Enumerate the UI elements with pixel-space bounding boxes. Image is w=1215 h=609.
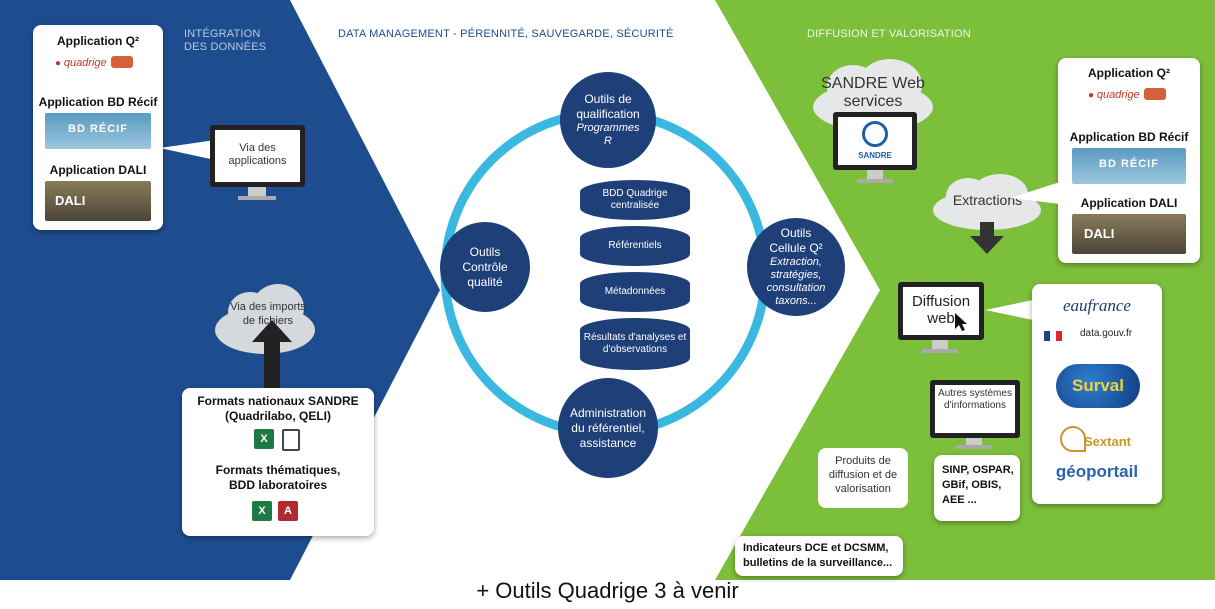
produits-label: Produits de diffusion et de valorisation: [828, 455, 898, 495]
autres-systemes-monitor: Autres systèmes d'informations: [930, 380, 1020, 458]
db-segment-referentiels: Référentiels: [580, 226, 690, 266]
right-bubble-pointer: [1010, 182, 1060, 204]
indicateurs-label: Indicateurs DCE et DCSMM, bulletins de l…: [743, 542, 893, 569]
sandre-monitor: SANDRE: [833, 112, 917, 190]
left-section-title: INTÉGRATION DES DONNÉES: [184, 28, 267, 53]
marianne-flag-icon: [1044, 331, 1062, 341]
db-segment-bdd: BDD Quadrige centralisée: [580, 180, 690, 220]
file-icon: [282, 429, 300, 451]
right-app-dali-label: Application DALI: [1080, 196, 1178, 210]
circle-administration: Administration du référentiel, assistanc…: [558, 378, 658, 478]
db-segment-resultats: Résultats d'analyses et d'observations: [580, 318, 690, 370]
right-bdrecif-thumbnail: BD RÉCIF: [1072, 148, 1186, 184]
left-app-q2-label: Application Q²: [57, 34, 139, 48]
eaufrance-logo: eaufrance: [1063, 296, 1131, 315]
formats-sandre-line2: (Quadrilabo, QELI): [224, 409, 331, 423]
right-apps-card: Application Q² ● quadrige Application BD…: [1058, 58, 1200, 263]
sextant-icon: [1060, 426, 1086, 452]
excel-icon: X: [254, 429, 274, 449]
center-section-title: DATA MANAGEMENT - PÉRENNITÉ, SAUVEGARDE,…: [338, 28, 674, 40]
extractions-cloud: [933, 174, 1041, 230]
left-app-bdrecif-label: Application BD Récif: [38, 95, 158, 109]
partners-card: eaufrance data.gouv.fr Surval Sextant gé…: [1032, 284, 1162, 504]
upload-arrow-icon: [252, 320, 292, 390]
via-applications-label: Via des applications: [228, 142, 287, 167]
down-arrow-icon: [970, 222, 1004, 254]
sandre-web-services-label: SANDRE Web services: [821, 75, 925, 110]
footer-text: + Outils Quadrige 3 à venir: [476, 578, 739, 603]
circle-controle-qualite: Outils Contrôle qualité: [440, 222, 530, 312]
surval-logo: Surval: [1056, 364, 1140, 408]
autres-systemes-label: Autres systèmes d'informations: [938, 388, 1012, 411]
quadrige-logo: ● quadrige: [55, 53, 145, 69]
extractions-label: Extractions: [952, 192, 1023, 208]
via-imports-label: Via des imports de fichiers: [230, 301, 306, 327]
bdrecif-thumbnail: BD RÉCIF: [45, 113, 151, 149]
sinp-label: SINP, OSPAR, GBif, OBIS, AEE ...: [942, 464, 1014, 506]
circle-qualification: Outils de qualification Programmes R: [560, 72, 656, 168]
right-section-title: DIFFUSION ET VALORISATION: [807, 28, 971, 40]
indicateurs-card: Indicateurs DCE et DCSMM, bulletins de l…: [735, 536, 903, 576]
excel-icon-2: X: [252, 501, 272, 521]
right-dali-thumbnail: DALI: [1072, 214, 1186, 254]
formats-card: Formats nationaux SANDRE (Quadrilabo, QE…: [182, 388, 374, 536]
left-bubble-pointer: [160, 140, 215, 160]
right-app-q2-label: Application Q²: [1088, 66, 1170, 80]
diffusion-web-label: Diffusion web: [911, 293, 971, 327]
sinp-card: SINP, OSPAR, GBif, OBIS, AEE ...: [934, 455, 1020, 521]
cursor-icon: [955, 313, 967, 331]
produits-card: Produits de diffusion et de valorisation: [818, 448, 908, 508]
diffusion-web-monitor: Diffusion web: [898, 282, 984, 360]
formats-thematiques-line1: Formats thématiques,: [215, 463, 341, 477]
geoportail-logo: géoportail: [1055, 462, 1139, 481]
formats-thematiques-line2: BDD laboratoires: [228, 478, 328, 492]
database-cylinder: BDD Quadrige centralisée Référentiels Mé…: [580, 180, 690, 370]
sextant-logo: Sextant: [1084, 434, 1131, 449]
datagouv-logo: data.gouv.fr: [1080, 328, 1133, 339]
via-applications-monitor: Via des applications: [210, 125, 305, 205]
access-icon: A: [278, 501, 298, 521]
formats-sandre-line1: Formats nationaux SANDRE: [197, 394, 359, 408]
db-segment-metadonnees: Métadonnées: [580, 272, 690, 312]
right-quadrige-logo: ● quadrige: [1088, 85, 1188, 101]
partners-bubble-pointer: [985, 300, 1033, 320]
right-app-bdrecif-label: Application BD Récif: [1069, 130, 1189, 144]
dali-thumbnail: DALI: [45, 181, 151, 221]
sandre-logo: SANDRE: [858, 151, 892, 160]
circle-cellule-q2: Outils Cellule Q² Extraction, stratégies…: [747, 218, 845, 316]
left-app-dali-label: Application DALI: [49, 163, 147, 177]
left-apps-card: Application Q² ● quadrige Application BD…: [33, 25, 163, 230]
